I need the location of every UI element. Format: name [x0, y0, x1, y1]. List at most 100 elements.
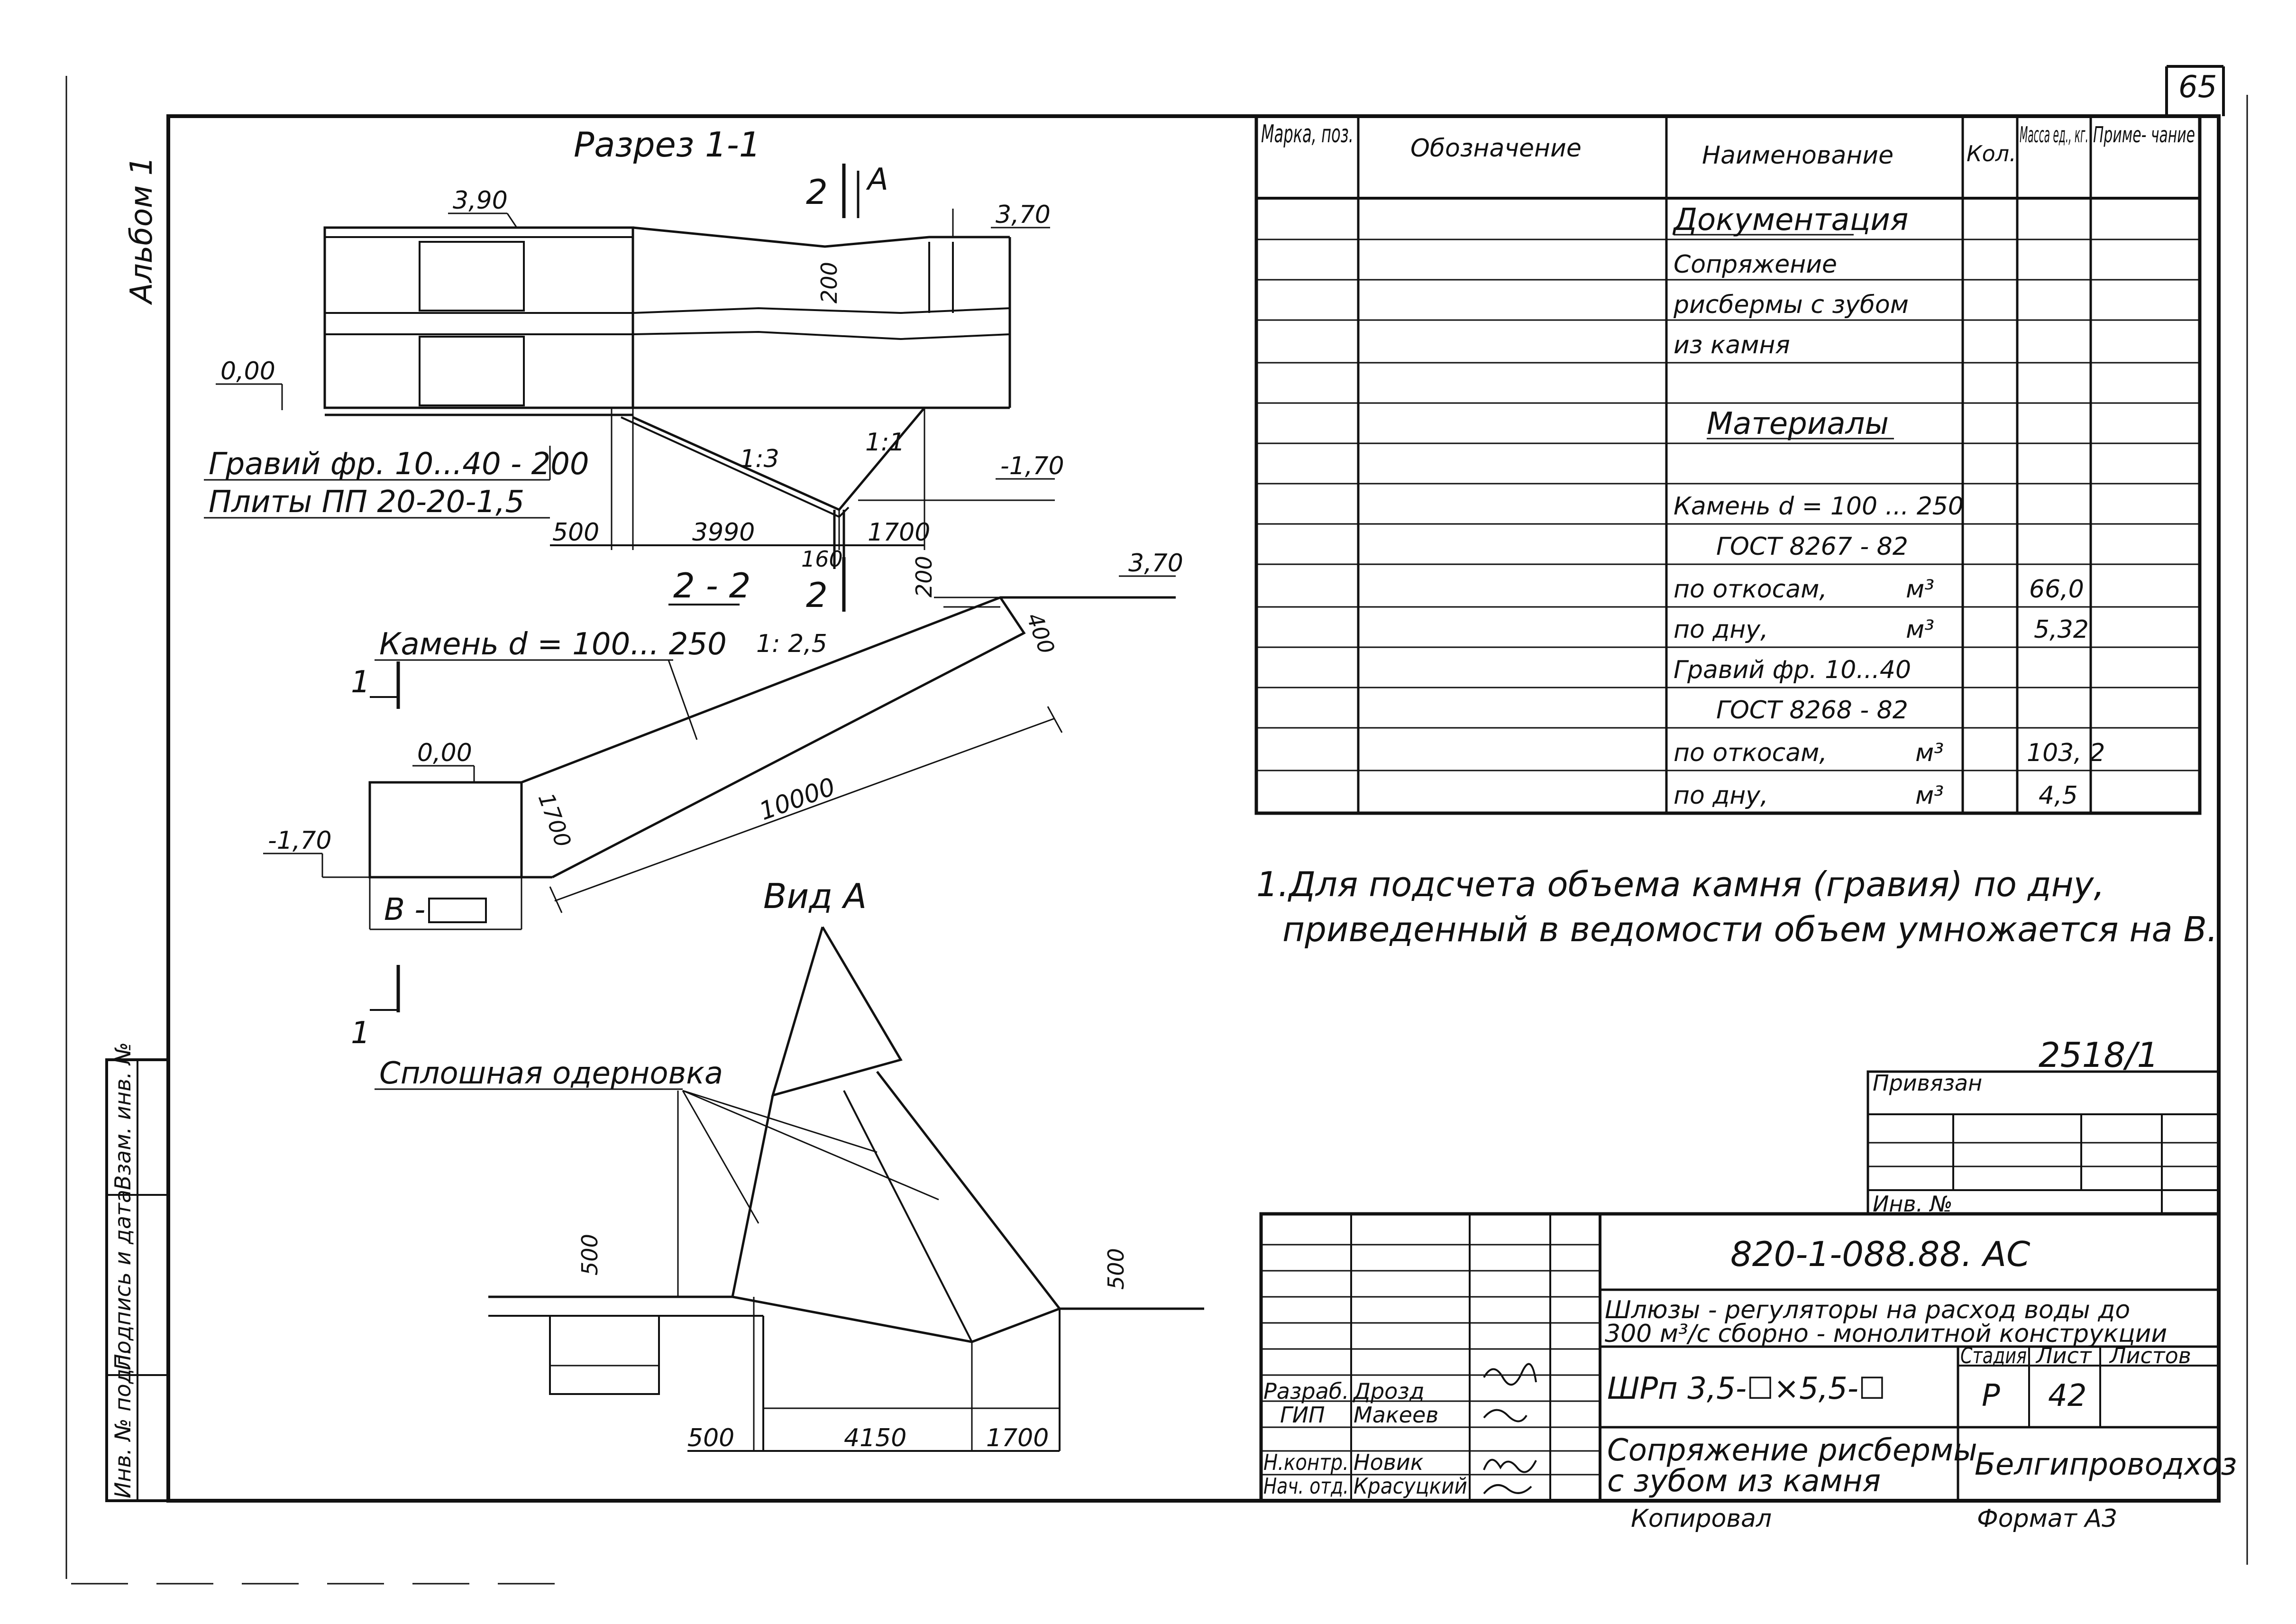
row-mass-9: 5,32 [2034, 615, 2089, 644]
view-a-dim-1700: 1700 [986, 1424, 1049, 1452]
row-name-11: ГОСТ 8268 - 82 [1716, 696, 1908, 725]
sheets-label: Листов [2109, 1343, 2191, 1368]
row-name-0: Документация [1672, 202, 1908, 238]
sheet-value: 42 [2048, 1378, 2086, 1413]
note: 1.Для подсчета объема камня (гравия) по … [1256, 864, 2218, 949]
sheet-frame [65, 65, 2248, 1585]
section-2-2: 2 - 2 2 10000 1700 400 200 3,70 1: 2,5 К… [263, 549, 1183, 1051]
doc-code: 820-1-088.88. АС [1730, 1234, 2031, 1274]
view-a: Вид А Сплошная одерновка 500 500 500 415… [375, 876, 1204, 1452]
project-line-1: Шлюзы - регуляторы на расход воды до [1605, 1296, 2130, 1324]
s11-mark-2: 2 [806, 172, 828, 212]
note-line-2: приведенный в ведомости объем умножается… [1282, 909, 2218, 949]
view-a-dim-500-right: 500 [1103, 1248, 1129, 1290]
role-name-3: Красуцкий [1354, 1473, 1467, 1499]
title-block: 2518/1 Привязан Инв. № [1259, 1035, 2237, 1533]
row-unit-9: м³ [1906, 615, 1934, 644]
s11-plates-label: Плиты ПП 20-20-1,5 [209, 485, 524, 520]
side-stamp-signature: Подпись и дата [110, 1190, 136, 1370]
note-line-1: 1.Для подсчета объема камня (гравия) по … [1256, 864, 2104, 904]
s22-dim-10000: 10000 [756, 772, 839, 826]
s11-elev-top-right: 3,70 [996, 201, 1051, 229]
sheet-label: Лист [2035, 1343, 2092, 1368]
page-number: 65 [2178, 70, 2217, 105]
th-mass: Масса ед., кг. [2020, 122, 2088, 147]
copied-label: Копировал [1631, 1505, 1772, 1533]
sheet-title-1: Сопряжение рисбермы [1607, 1433, 1977, 1468]
row-name-6: Камень d = 100 ... 250 [1674, 492, 1964, 521]
handwritten-number: 2518/1 [2039, 1035, 2159, 1075]
s11-slope-1: 1:3 [740, 445, 779, 473]
th-note: Приме- чание [2093, 122, 2195, 147]
role-1: ГИП [1280, 1402, 1325, 1428]
row-name-13: по дну, [1674, 781, 1768, 810]
row-name-10: Гравий фр. 10...40 [1674, 656, 1911, 684]
s11-elev-zero: 0,00 [220, 357, 275, 385]
s11-slope-2: 1:1 [865, 428, 905, 457]
row-name-1: Сопряжение [1674, 250, 1837, 279]
s22-dim-400: 400 [1022, 609, 1060, 657]
s11-gravel-label: Гравий фр. 10...40 - 200 [209, 447, 589, 482]
row-mass-8: 66,0 [2029, 575, 2084, 604]
side-stamp: Инв. № подл. Подпись и дата Взам. инв. № [105, 1042, 170, 1502]
role-name-0: Дрозд [1353, 1378, 1425, 1404]
item-code: ШРп 3,5-☐×5,5-☐ [1607, 1371, 1885, 1406]
row-unit-13: м³ [1915, 781, 1944, 810]
s22-dim-200: 200 [911, 556, 937, 597]
s11-dim-500: 500 [552, 518, 599, 547]
row-name-3: из камня [1674, 331, 1790, 359]
role-3: Нач. отд. [1263, 1473, 1349, 1499]
row-mass-12: 103, 2 [2027, 739, 2105, 767]
project-line-2: 300 м³/с сборно - монолитной конструкции [1605, 1320, 2167, 1348]
signatures [1483, 1363, 1537, 1495]
side-stamp-replace: Взам. инв. № [110, 1042, 136, 1190]
view-a-dim-4150: 4150 [844, 1424, 906, 1452]
row-name-9: по дну, [1674, 615, 1768, 644]
s11-elev-bottom: -1,70 [1000, 452, 1064, 480]
s11-mark-a: А [866, 162, 888, 197]
view-a-sod-label: Сплошная одерновка [379, 1056, 723, 1091]
s22-elev-zero: 0,00 [417, 739, 472, 767]
organization: Белгипроводхоз [1975, 1447, 2237, 1482]
view-a-dim-500: 500 [687, 1424, 734, 1452]
row-unit-12: м³ [1915, 739, 1944, 767]
s22-b-label: В - [384, 892, 425, 927]
spec-table: Марка, поз. Обозначение Наименование Кол… [1254, 114, 2202, 815]
view-a-dim-500-left: 500 [577, 1234, 603, 1275]
row-name-2: рисбермы с зубом [1673, 291, 1909, 319]
s22-mark-1-bottom: 1 [351, 1016, 370, 1051]
s11-dim-160: 160 [801, 546, 843, 572]
stage-value: Р [1982, 1378, 2000, 1413]
row-name-7: ГОСТ 8267 - 82 [1716, 532, 1908, 561]
s22-title: 2 - 2 [673, 566, 750, 606]
row-mass-13: 4,5 [2039, 781, 2078, 810]
role-2: Н.контр. [1263, 1450, 1349, 1475]
spec-row-lines [1256, 239, 2200, 771]
th-designation: Обозначение [1410, 134, 1582, 163]
s11-dim-200: 200 [816, 262, 842, 303]
row-name-12: по откосам, [1674, 739, 1827, 767]
s22-elev-bottom: -1,70 [268, 826, 332, 855]
privyazan-label: Привязан [1873, 1070, 1982, 1096]
row-unit-8: м³ [1906, 575, 1934, 604]
th-qty: Кол. [1967, 141, 2016, 166]
s22-mark-2: 2 [806, 575, 828, 615]
s22-stone-label: Камень d = 100... 250 [379, 627, 727, 662]
section-1-1-title: Разрез 1-1 [574, 125, 761, 165]
s22-slope: 1: 2,5 [756, 630, 827, 658]
th-mark: Марка, поз. [1261, 120, 1354, 148]
stage-label: Стадия [1960, 1343, 2027, 1368]
row-name-8: по откосам, [1674, 575, 1827, 604]
role-name-2: Новик [1354, 1450, 1424, 1475]
s11-elev-top-left: 3,90 [453, 186, 508, 215]
format-label: Формат А3 [1977, 1505, 2117, 1533]
row-name-4: Материалы [1707, 406, 1889, 441]
s22-dim-1700: 1700 [533, 789, 576, 850]
s22-b-box [428, 898, 487, 923]
th-name: Наименование [1702, 141, 1894, 170]
s22-elev-top: 3,70 [1128, 549, 1183, 578]
side-stamp-inv: Инв. № подл. [110, 1348, 136, 1498]
section-1-1: Разрез 1-1 2 А 3,90 3,70 0,00 [204, 125, 1064, 612]
role-0: Разраб. [1263, 1378, 1349, 1404]
